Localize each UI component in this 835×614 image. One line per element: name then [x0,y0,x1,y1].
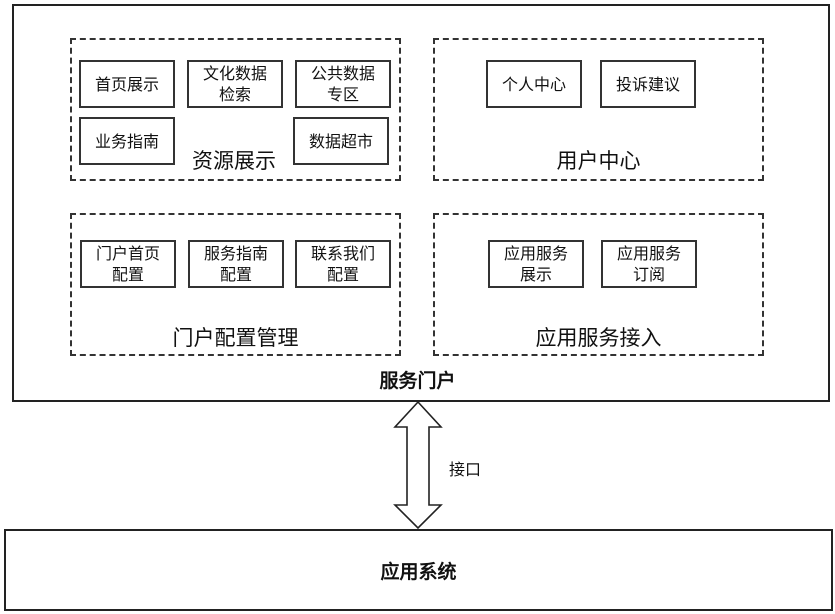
module-app-service-display: 应用服务 展示 [488,240,584,288]
module-portal-homepage-config: 门户首页 配置 [80,240,176,288]
module-app-service-subscribe: 应用服务 订阅 [601,240,697,288]
module-complaints-suggestions: 投诉建议 [600,60,696,108]
group-user-center [433,38,764,181]
group-resource-display [70,38,401,181]
service-portal-box [12,4,830,402]
module-public-data-zone: 公共数据 专区 [295,60,391,108]
service-portal-title: 服务门户 [379,370,456,392]
module-service-guide-config: 服务指南 配置 [188,240,284,288]
module-data-market: 数据超市 [293,117,389,165]
application-system-title: 应用系统 [380,560,457,583]
group-label-app-service-access: 应用服务接入 [535,326,662,350]
group-app-service-access [433,213,764,356]
group-label-resource-display: 资源展示 [192,149,276,173]
application-system-box: 应用系统 [4,529,833,611]
module-personal-center: 个人中心 [486,60,582,108]
group-label-portal-config: 门户配置管理 [172,326,299,350]
module-business-guide: 业务指南 [79,117,175,165]
module-culture-data-search: 文化数据 检索 [187,60,283,108]
interface-label: 接口 [449,460,482,479]
group-label-user-center: 用户中心 [556,149,641,173]
interface-arrow-shape [393,400,443,530]
module-homepage-display: 首页展示 [79,60,175,108]
group-portal-config [70,213,401,356]
module-contact-us-config: 联系我们 配置 [295,240,391,288]
